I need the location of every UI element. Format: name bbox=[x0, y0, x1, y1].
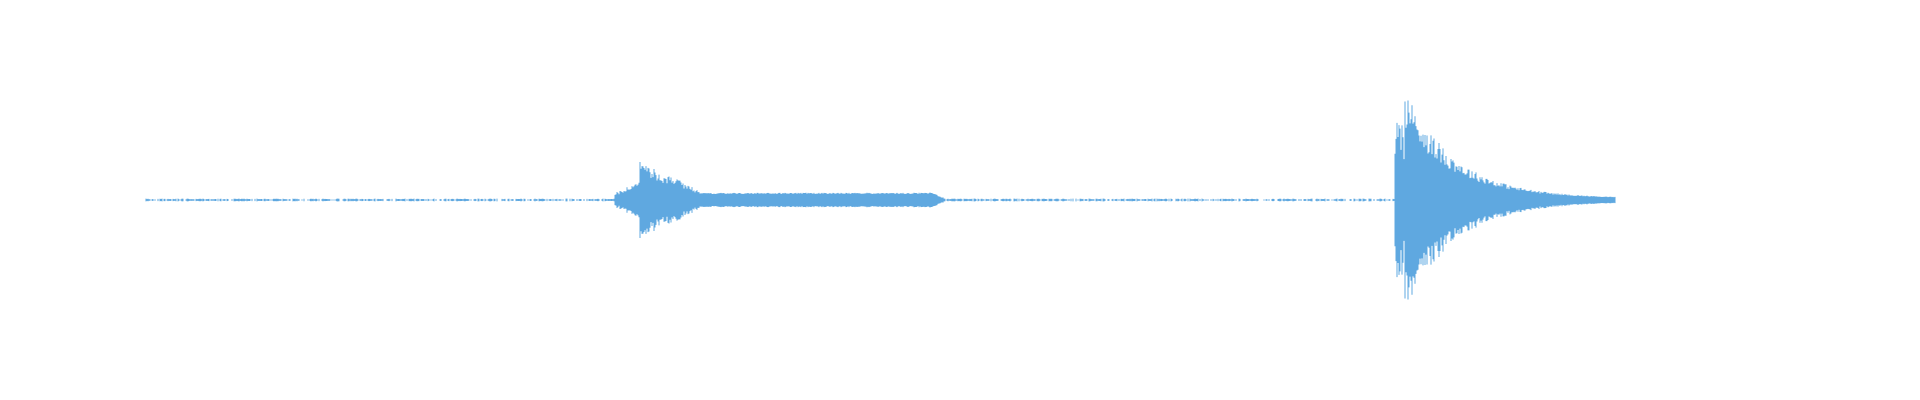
waveform-trace bbox=[145, 100, 1616, 300]
